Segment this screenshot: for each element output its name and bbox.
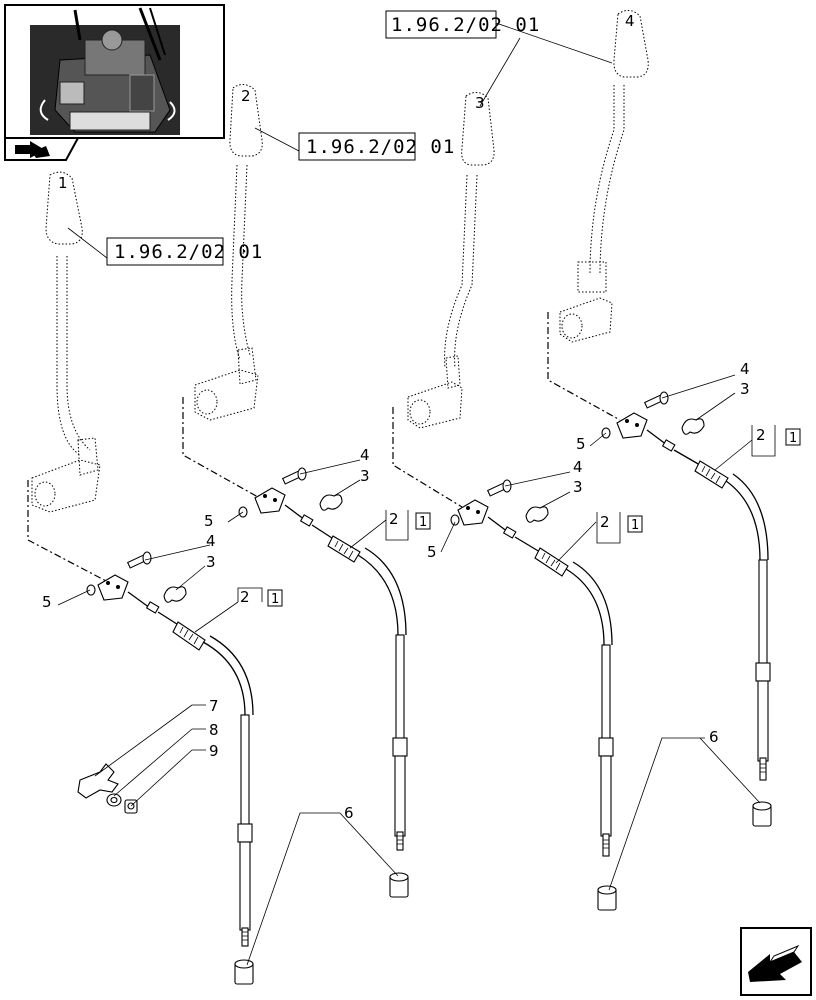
bolt-b — [281, 467, 307, 485]
washer-c — [450, 514, 460, 526]
callout-c-4: 4 — [573, 458, 583, 476]
cable-nut-left — [234, 959, 254, 985]
next-page-arrow-icon[interactable] — [740, 927, 812, 996]
callout-d-2: 2 — [756, 426, 766, 444]
svg-text:4: 4 — [625, 12, 635, 30]
reference-left[interactable]: 1.96.2/02 01 — [106, 237, 263, 266]
lever-pivot-d — [559, 261, 613, 343]
callout-d-5: 5 — [576, 435, 586, 453]
callout-a-4: 4 — [206, 532, 216, 550]
cable-assembly-a — [97, 574, 254, 947]
callout-c-2: 2 — [600, 513, 610, 531]
callout-a-2: 2 — [240, 588, 250, 606]
spring-clip-c — [525, 506, 549, 523]
svg-text:3: 3 — [475, 94, 485, 112]
lever-knob-1: 1 — [45, 171, 83, 245]
callout-b-4: 4 — [360, 446, 370, 464]
washer-8 — [106, 793, 122, 807]
callout-a-box: 1 — [271, 592, 279, 607]
callout-b-3: 3 — [360, 467, 370, 485]
svg-text:1.96.2/02 01: 1.96.2/02 01 — [114, 241, 263, 263]
lever-pivot-a — [31, 437, 101, 513]
lever-pivot-c — [407, 355, 463, 429]
lever-knob-3: 3 — [461, 92, 495, 166]
cable-assembly-b — [254, 487, 408, 851]
lever-knob-2: 2 — [229, 84, 263, 157]
lever-pivot-b — [194, 347, 259, 421]
svg-text:2: 2 — [241, 87, 251, 105]
cable-nut-right-high — [752, 801, 772, 827]
cable-clamp-7 — [77, 763, 119, 799]
callout-c-3: 3 — [573, 478, 583, 496]
callout-c-box: 1 — [631, 518, 639, 533]
spring-clip-d — [681, 418, 705, 435]
cable-nut-mid — [389, 872, 409, 898]
callout-8: 8 — [209, 721, 219, 739]
cable-assembly-c — [457, 499, 614, 857]
callout-d-3: 3 — [740, 380, 750, 398]
svg-text:1: 1 — [58, 174, 68, 192]
tractor-cab-thumbnail[interactable] — [4, 4, 225, 139]
callout-7: 7 — [209, 697, 219, 715]
svg-text:1.96.2/02 01: 1.96.2/02 01 — [306, 136, 455, 158]
callout-d-4: 4 — [740, 360, 750, 378]
lever-knob-4: 4 — [613, 10, 649, 78]
callout-6-right: 6 — [709, 728, 719, 746]
callout-a-3: 3 — [206, 553, 216, 571]
bolt-a — [126, 551, 152, 569]
bolt-c — [486, 479, 512, 497]
callout-6-left: 6 — [344, 804, 354, 822]
callout-d-box: 1 — [789, 431, 797, 446]
cable-nut-right-low — [597, 885, 617, 911]
callout-b-5: 5 — [204, 512, 214, 530]
reference-top-right[interactable]: 1.96.2/02 01 — [385, 10, 540, 39]
svg-text:1.96.2/02 01: 1.96.2/02 01 — [391, 14, 540, 36]
spring-clip-a — [163, 586, 187, 603]
callout-9: 9 — [209, 742, 219, 760]
bolt-d — [643, 391, 669, 409]
section-arrow-icon[interactable] — [4, 137, 80, 161]
callout-c-5: 5 — [427, 543, 437, 561]
callout-b-box: 1 — [419, 515, 427, 530]
spring-clip-b — [319, 494, 343, 511]
callout-b-2: 2 — [389, 510, 399, 528]
reference-middle[interactable]: 1.96.2/02 01 — [298, 132, 455, 161]
callout-a-5: 5 — [42, 593, 52, 611]
washer-a — [86, 584, 96, 596]
cable-assembly-d — [616, 412, 771, 781]
